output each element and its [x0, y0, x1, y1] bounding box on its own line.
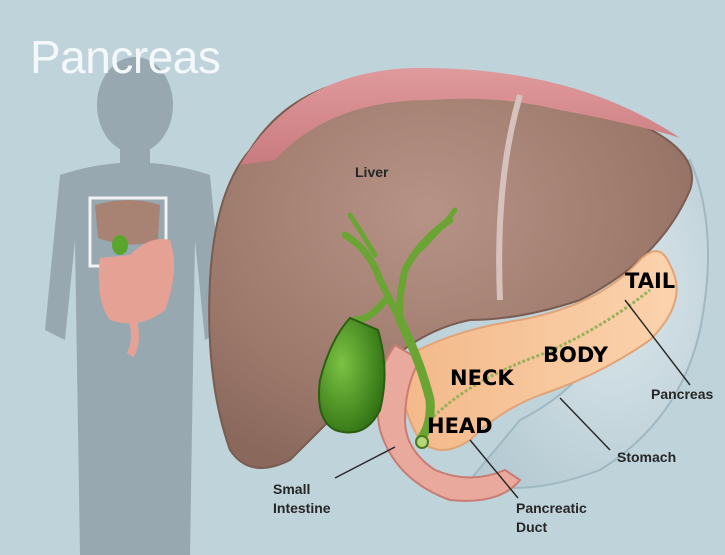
label-head: HEAD	[427, 414, 493, 438]
label-liver: Liver	[355, 164, 388, 180]
page-title: Pancreas	[30, 30, 220, 84]
label-stomach: Stomach	[617, 449, 676, 465]
label-pancreatic-duct-line2: Duct	[516, 518, 587, 537]
label-small-intestine: Small Intestine	[273, 480, 331, 518]
label-small-intestine-line2: Intestine	[273, 499, 331, 518]
label-neck: NECK	[450, 366, 514, 390]
label-body: BODY	[543, 343, 608, 367]
label-small-intestine-line1: Small	[273, 480, 331, 499]
label-pancreatic-duct-line1: Pancreatic	[516, 499, 587, 518]
label-pancreatic-duct: Pancreatic Duct	[516, 499, 587, 537]
label-tail: TAIL	[625, 269, 675, 293]
label-pancreas: Pancreas	[651, 386, 713, 402]
